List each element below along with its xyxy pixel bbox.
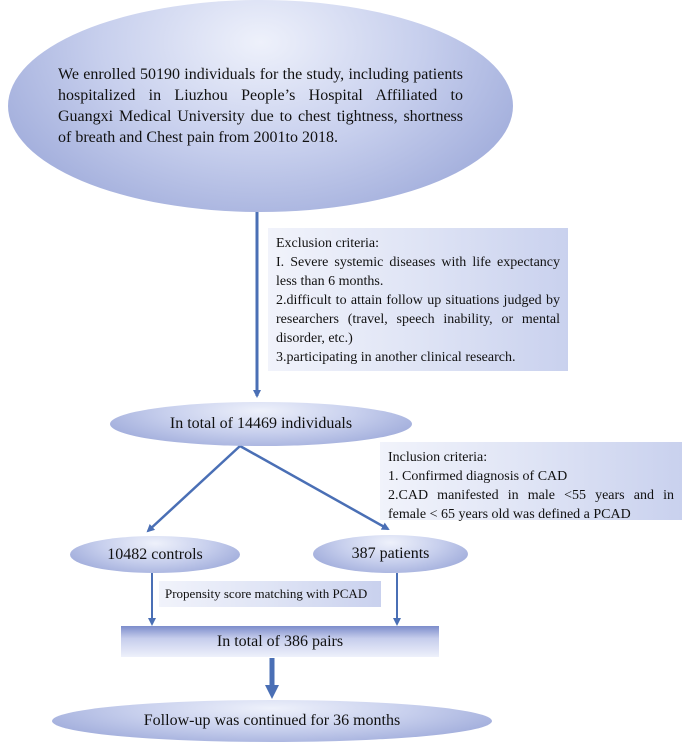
inclusion-title: Inclusion criteria: bbox=[388, 450, 488, 465]
inclusion-item-1: 1. Confirmed diagnosis of CAD bbox=[388, 469, 568, 484]
patients-ellipse: 387 patients bbox=[313, 535, 468, 573]
patients-label: 387 patients bbox=[351, 545, 430, 562]
enrollment-text: We enrolled 50190 individuals for the st… bbox=[58, 66, 463, 146]
arrow-total-to-patients bbox=[239, 444, 390, 531]
followup-ellipse: Follow-up was continued for 36 months bbox=[52, 700, 492, 742]
total-individuals-label: In total of 14469 individuals bbox=[169, 415, 353, 432]
arrow-total-to-controls bbox=[146, 445, 241, 533]
enrollment-ellipse: We enrolled 50190 individuals for the st… bbox=[8, 0, 513, 212]
followup-label: Follow-up was continued for 36 months bbox=[143, 712, 401, 729]
inclusion-criteria-box: Inclusion criteria: 1. Confirmed diagnos… bbox=[380, 442, 682, 522]
inclusion-item-2: 2.CAD manifested in male <55 years and i… bbox=[388, 488, 674, 522]
exclusion-item-3: 3.participating in another clinical rese… bbox=[276, 350, 516, 365]
controls-label: 10482 controls bbox=[107, 545, 203, 563]
propensity-matching-label: Propensity score matching with PCAD bbox=[165, 586, 368, 601]
pairs-box: In total of 386 pairs bbox=[121, 626, 439, 657]
exclusion-item-2: 2.difficult to attain follow up situatio… bbox=[276, 293, 560, 346]
exclusion-item-1: I. Severe systemic diseases with life ex… bbox=[276, 255, 560, 289]
exclusion-criteria-box: Exclusion criteria: I. Severe systemic d… bbox=[268, 228, 568, 371]
total-individuals-ellipse: In total of 14469 individuals bbox=[110, 402, 412, 446]
propensity-matching-box: Propensity score matching with PCAD bbox=[159, 581, 381, 607]
pairs-label: In total of 386 pairs bbox=[216, 632, 344, 650]
controls-ellipse: 10482 controls bbox=[70, 536, 240, 573]
exclusion-title: Exclusion criteria: bbox=[276, 236, 380, 251]
